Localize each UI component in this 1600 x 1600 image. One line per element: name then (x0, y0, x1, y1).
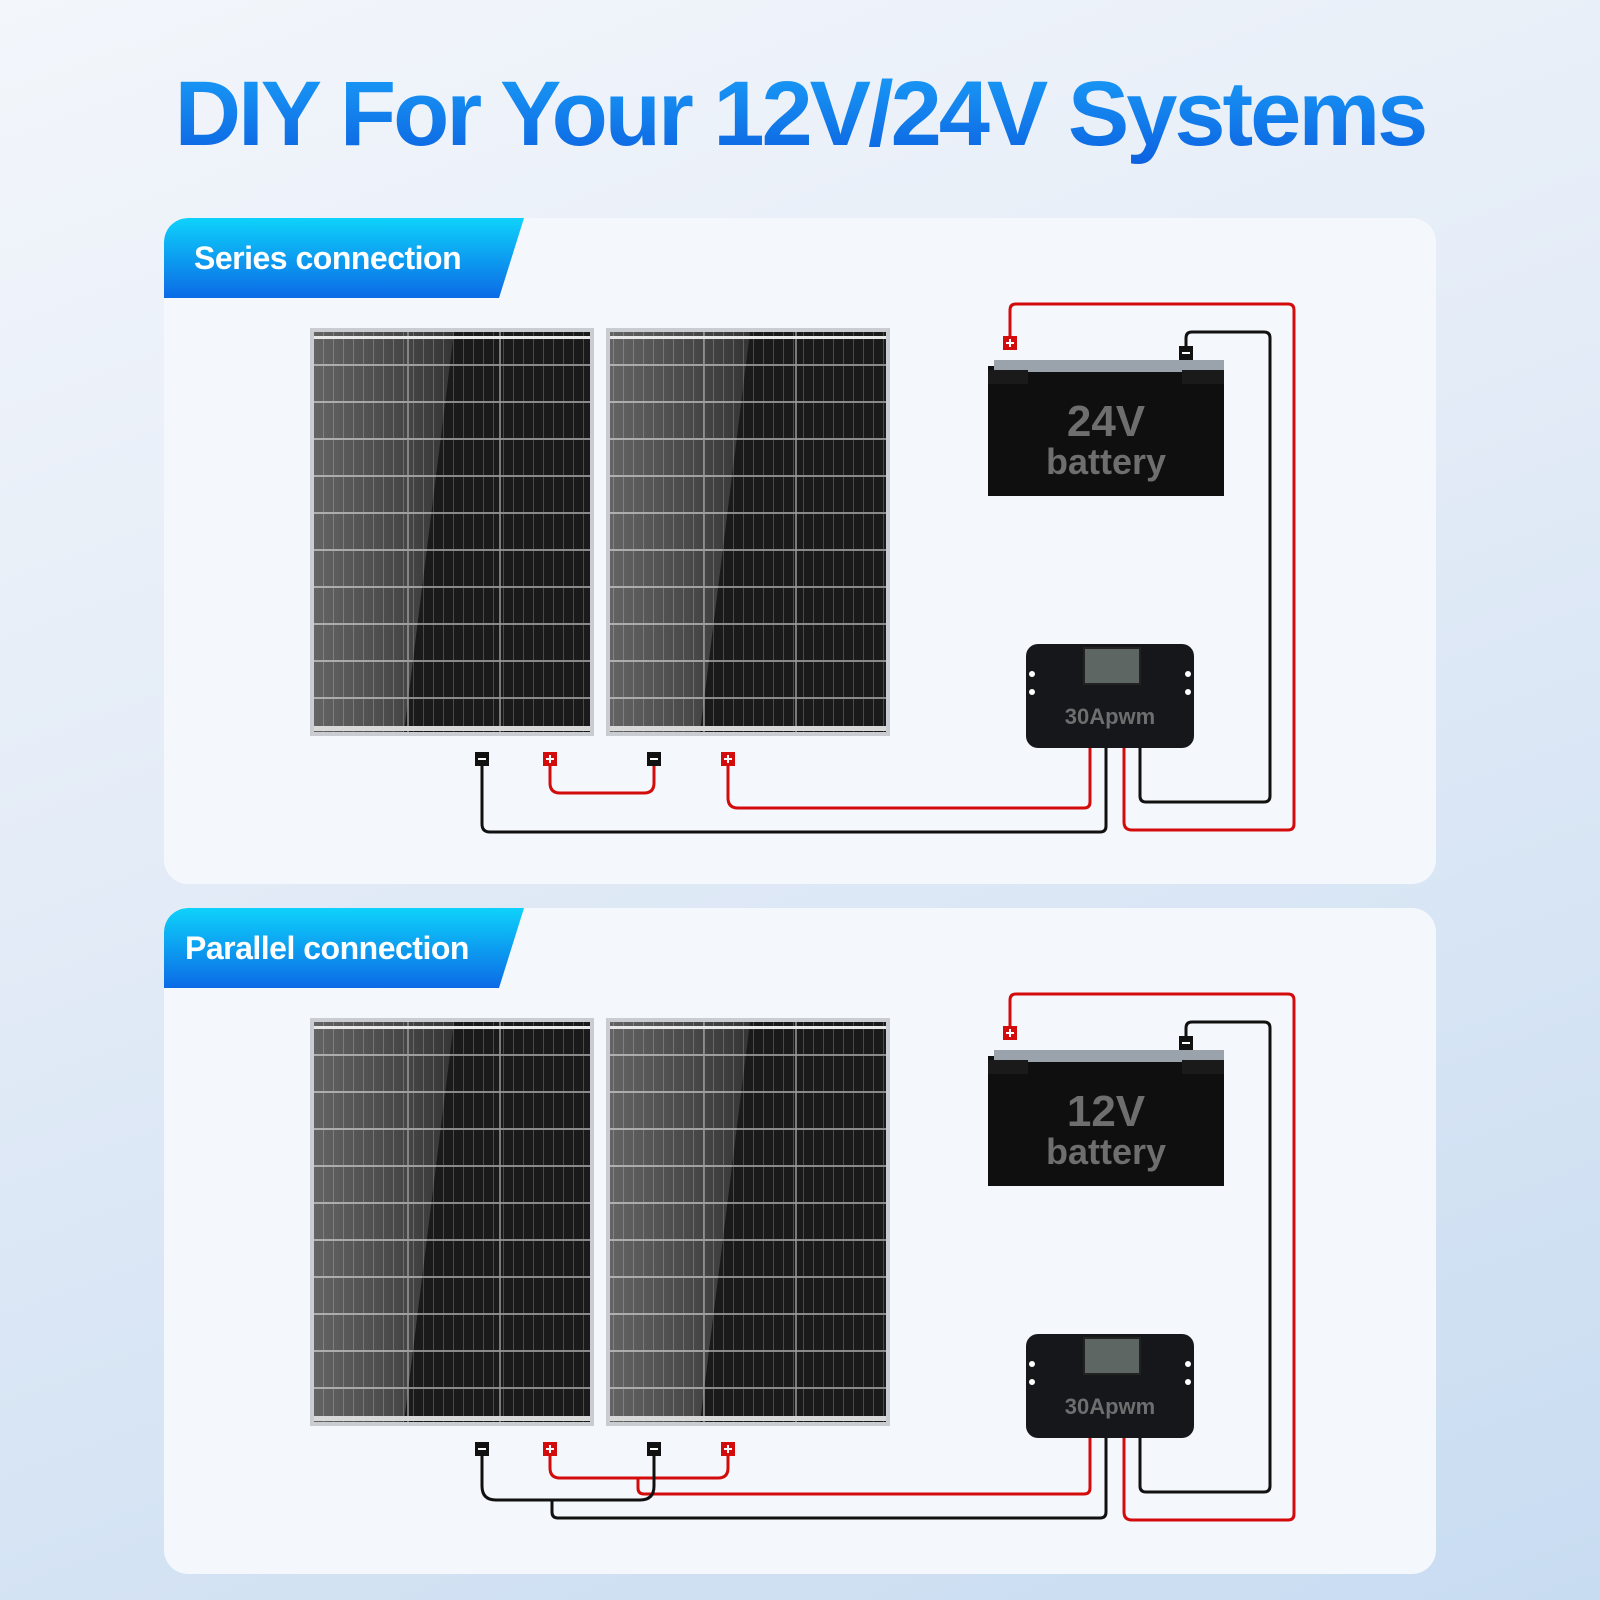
battery-voltage: 24V (1067, 397, 1146, 446)
battery-12v: 12V battery (988, 1026, 1224, 1186)
parallel-wiring-diagram: 12V battery 30Apwm (310, 992, 1296, 1522)
battery-voltage: 12V (1067, 1087, 1146, 1136)
series-wiring-diagram: 24V battery 30Apwm (310, 302, 1296, 834)
negative-terminal-icon (475, 752, 489, 766)
negative-terminal-icon (647, 752, 661, 766)
positive-terminal-icon (1003, 336, 1017, 350)
solar-panel-2 (606, 328, 890, 736)
controller-label: 30Apwm (1065, 704, 1155, 729)
series-connection-card: Series connection (164, 218, 1436, 884)
charge-controller: 30Apwm (1026, 1334, 1194, 1438)
battery-label: battery (1046, 1131, 1166, 1172)
positive-terminal-icon (543, 1442, 557, 1456)
positive-terminal-icon (543, 752, 557, 766)
panel-terminals (475, 1442, 735, 1456)
section-tag: Series connection (164, 218, 524, 298)
negative-terminal-icon (1179, 346, 1193, 360)
section-label: Parallel connection (185, 930, 469, 966)
parallel-connection-card: Parallel connection (164, 908, 1436, 1574)
negative-terminal-icon (1179, 1036, 1193, 1050)
battery-24v: 24V battery (988, 336, 1224, 496)
section-label: Series connection (194, 240, 462, 276)
solar-panel-1 (310, 1018, 594, 1426)
solar-panel-2 (606, 1018, 890, 1426)
section-tag: Parallel connection (164, 908, 524, 988)
positive-terminal-icon (721, 752, 735, 766)
positive-terminal-icon (721, 1442, 735, 1456)
controller-label: 30Apwm (1065, 1394, 1155, 1419)
panel-terminals (475, 752, 735, 766)
wires (480, 302, 1296, 834)
page-title: DIY For Your 12V/24V Systems (0, 62, 1600, 167)
wires (480, 992, 1296, 1522)
positive-terminal-icon (1003, 1026, 1017, 1040)
negative-terminal-icon (475, 1442, 489, 1456)
negative-terminal-icon (647, 1442, 661, 1456)
solar-panel-1 (310, 328, 594, 736)
battery-label: battery (1046, 441, 1166, 482)
charge-controller: 30Apwm (1026, 644, 1194, 748)
